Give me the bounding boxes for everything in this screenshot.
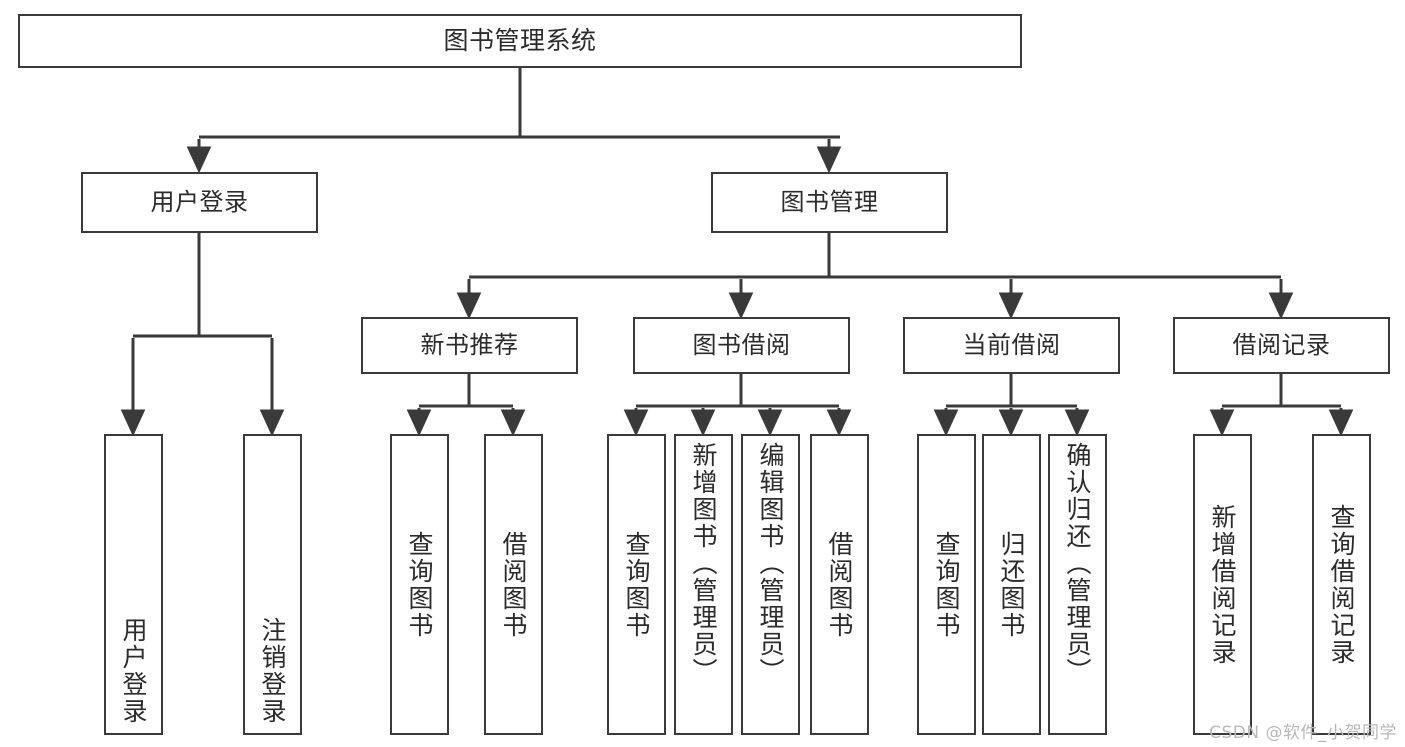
node-leaf-edit-book[interactable]: 编辑图书（管理员）: [741, 434, 800, 735]
node-book-borrow-label: 图书借阅: [692, 331, 791, 360]
node-leaf-query-book-1[interactable]: 查询图书: [390, 434, 449, 735]
node-leaf-confirm-return-label: 确认归还（管理员）: [1063, 442, 1092, 685]
node-current-borrow[interactable]: 当前借阅: [903, 317, 1120, 374]
node-book-manage[interactable]: 图书管理: [711, 172, 948, 233]
node-root[interactable]: 图书管理系统: [18, 14, 1022, 68]
node-leaf-add-record-label: 新增借阅记录: [1208, 503, 1237, 666]
node-root-label: 图书管理系统: [443, 26, 597, 56]
node-leaf-user-login-label: 用户登录: [119, 617, 148, 725]
node-leaf-confirm-return[interactable]: 确认归还（管理员）: [1048, 434, 1107, 735]
node-leaf-logout-login-label: 注销登录: [258, 617, 287, 725]
node-leaf-add-record[interactable]: 新增借阅记录: [1193, 434, 1252, 735]
node-leaf-borrow-book-2-label: 借阅图书: [825, 530, 854, 639]
node-leaf-query-book-1-label: 查询图书: [405, 530, 434, 639]
watermark-text: CSDN @软件_小贺同学: [1209, 723, 1397, 743]
node-user-login[interactable]: 用户登录: [81, 172, 318, 233]
node-borrow-record-label: 借阅记录: [1232, 331, 1331, 360]
node-borrow-record[interactable]: 借阅记录: [1173, 317, 1390, 374]
node-leaf-borrow-book-1-label: 借阅图书: [499, 530, 528, 639]
node-leaf-query-book-2[interactable]: 查询图书: [607, 434, 666, 735]
node-book-borrow[interactable]: 图书借阅: [633, 317, 850, 374]
node-leaf-query-record[interactable]: 查询借阅记录: [1312, 434, 1371, 735]
node-new-book-recommend[interactable]: 新书推荐: [361, 317, 578, 374]
node-book-manage-label: 图书管理: [780, 188, 879, 217]
node-current-borrow-label: 当前借阅: [962, 331, 1061, 360]
node-leaf-add-book-label: 新增图书（管理员）: [689, 442, 718, 685]
node-leaf-query-book-3[interactable]: 查询图书: [917, 434, 976, 735]
node-leaf-query-record-label: 查询借阅记录: [1327, 503, 1356, 666]
node-leaf-borrow-book-1[interactable]: 借阅图书: [484, 434, 543, 735]
node-leaf-logout-login[interactable]: 注销登录: [243, 434, 302, 735]
node-leaf-edit-book-label: 编辑图书（管理员）: [756, 442, 785, 685]
node-leaf-query-book-2-label: 查询图书: [622, 530, 651, 639]
node-leaf-return-book-label: 归还图书: [997, 530, 1026, 639]
node-leaf-return-book[interactable]: 归还图书: [982, 434, 1041, 735]
node-leaf-user-login[interactable]: 用户登录: [104, 434, 163, 735]
node-user-login-label: 用户登录: [150, 188, 249, 217]
node-leaf-borrow-book-2[interactable]: 借阅图书: [810, 434, 869, 735]
node-leaf-add-book[interactable]: 新增图书（管理员）: [674, 434, 733, 735]
node-new-book-recommend-label: 新书推荐: [420, 331, 519, 360]
node-leaf-query-book-3-label: 查询图书: [932, 530, 961, 639]
